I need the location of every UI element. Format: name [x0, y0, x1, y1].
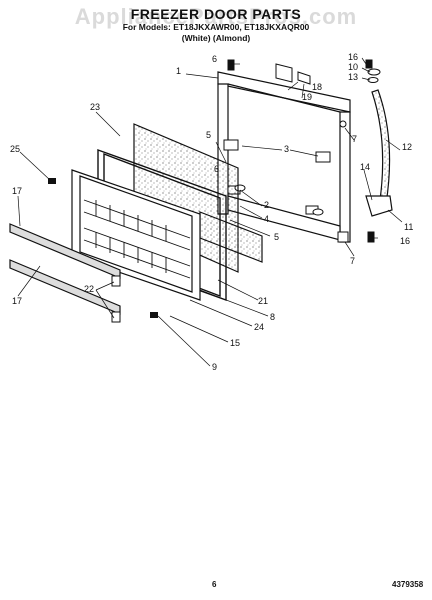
color-line: (White) (Almond) [181, 33, 251, 43]
callout-1: 1 [176, 66, 181, 76]
callout-7-lower: 7 [350, 256, 355, 266]
callout-18: 18 [312, 82, 322, 92]
callout-3: 3 [284, 144, 289, 154]
callout-16-lower: 16 [400, 236, 410, 246]
callout-24: 24 [254, 322, 264, 332]
door-liner [71, 169, 201, 301]
callout-13: 13 [348, 72, 358, 82]
door-frame-assembly [217, 71, 351, 243]
callout-7-upper: 7 [352, 134, 357, 144]
callout-17-lower: 17 [12, 296, 22, 306]
callout-12: 12 [402, 142, 412, 152]
callout-16-upper: 16 [348, 52, 358, 62]
screws-left [48, 178, 158, 318]
callout-2: 2 [264, 200, 269, 210]
callout-23: 23 [90, 102, 100, 112]
callout-14: 14 [360, 162, 370, 172]
leader-lines [17, 57, 403, 367]
callout-8: 8 [270, 312, 275, 322]
callout-5-lower: 5 [274, 232, 279, 242]
callout-6-top: 6 [212, 54, 217, 64]
hinge-bushings [337, 120, 349, 243]
callout-25: 25 [10, 144, 20, 154]
callout-labels: 6 1 18 19 5 3 6 2 4 5 7 7 14 12 11 16 16… [10, 52, 413, 372]
callout-17-upper: 17 [12, 186, 22, 196]
callout-6-mid: 6 [214, 164, 219, 174]
callout-15: 15 [230, 338, 240, 348]
screw-bottom-right [367, 231, 375, 243]
callout-22: 22 [84, 284, 94, 294]
door-handle [365, 89, 393, 217]
liner-shelves [83, 199, 191, 279]
tab-parts [275, 63, 311, 85]
bar-end-caps [111, 275, 121, 323]
callout-11: 11 [404, 222, 413, 232]
model-line: For Models: ET18JKXAWR00, ET18JKXAQR00 [122, 22, 310, 32]
callout-21: 21 [258, 296, 268, 306]
callout-9: 9 [212, 362, 217, 372]
diagram-title: FREEZER DOOR PARTS [130, 6, 302, 22]
document-number: 4379358 [392, 580, 424, 589]
callout-5-upper: 5 [206, 130, 211, 140]
callout-19: 19 [302, 92, 312, 102]
diagram-header: FREEZER DOOR PARTS For Models: ET18JKXAW… [0, 6, 432, 44]
callout-4: 4 [264, 214, 269, 224]
page-number: 6 [212, 580, 217, 589]
callout-10: 10 [348, 62, 358, 72]
